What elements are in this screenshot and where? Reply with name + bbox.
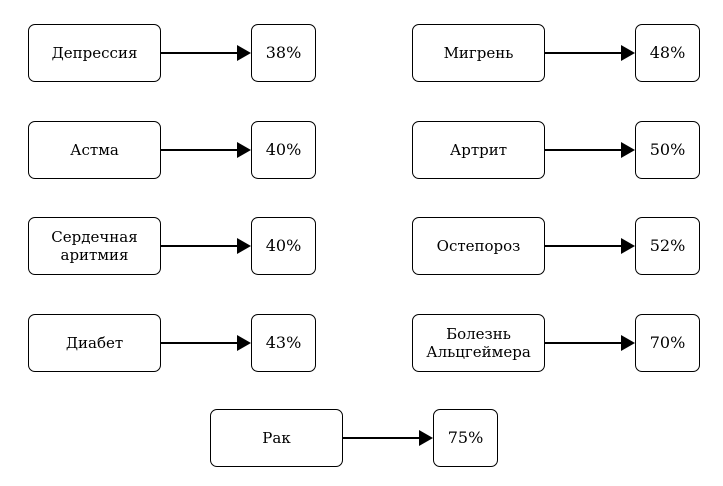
- connector-arrow: [545, 45, 635, 61]
- condition-box-alzheimers: Болезнь Альцгеймера: [412, 314, 545, 372]
- percentage-value: 70%: [649, 333, 686, 353]
- condition-box-osteoporosis: Остепороз: [412, 217, 545, 275]
- connector-arrow: [161, 142, 251, 158]
- connector-arrow: [161, 335, 251, 351]
- percentage-value: 48%: [649, 43, 686, 63]
- condition-label: Сердечная аритмия: [51, 228, 138, 264]
- value-box-depression: 38%: [251, 24, 316, 82]
- condition-label: Болезнь Альцгеймера: [426, 325, 531, 361]
- condition-box-migraine: Мигрень: [412, 24, 545, 82]
- condition-label: Остепороз: [436, 237, 521, 255]
- connector-arrow: [343, 430, 433, 446]
- condition-label: Астма: [70, 141, 119, 159]
- value-box-cancer: 75%: [433, 409, 498, 467]
- connector-arrow: [545, 142, 635, 158]
- connector-arrow: [161, 45, 251, 61]
- connector-arrow: [161, 238, 251, 254]
- condition-label: Рак: [262, 429, 291, 447]
- condition-box-diabetes: Диабет: [28, 314, 161, 372]
- percentage-value: 43%: [265, 333, 302, 353]
- percentage-value: 50%: [649, 140, 686, 160]
- percentage-value: 38%: [265, 43, 302, 63]
- connector-arrow: [545, 335, 635, 351]
- value-box-diabetes: 43%: [251, 314, 316, 372]
- connector-arrow: [545, 238, 635, 254]
- percentage-value: 75%: [447, 428, 484, 448]
- condition-box-cancer: Рак: [210, 409, 343, 467]
- condition-box-asthma: Астма: [28, 121, 161, 179]
- condition-label: Диабет: [65, 334, 124, 352]
- condition-label: Депрессия: [51, 44, 138, 62]
- value-box-arrhythmia: 40%: [251, 217, 316, 275]
- percentage-value: 52%: [649, 236, 686, 256]
- percentage-value: 40%: [265, 236, 302, 256]
- condition-box-arthritis: Артрит: [412, 121, 545, 179]
- percentage-value: 40%: [265, 140, 302, 160]
- value-box-alzheimers: 70%: [635, 314, 700, 372]
- condition-label: Артрит: [449, 141, 508, 159]
- value-box-arthritis: 50%: [635, 121, 700, 179]
- value-box-migraine: 48%: [635, 24, 700, 82]
- value-box-osteoporosis: 52%: [635, 217, 700, 275]
- condition-label: Мигрень: [443, 44, 514, 62]
- condition-box-depression: Депрессия: [28, 24, 161, 82]
- value-box-asthma: 40%: [251, 121, 316, 179]
- condition-box-arrhythmia: Сердечная аритмия: [28, 217, 161, 275]
